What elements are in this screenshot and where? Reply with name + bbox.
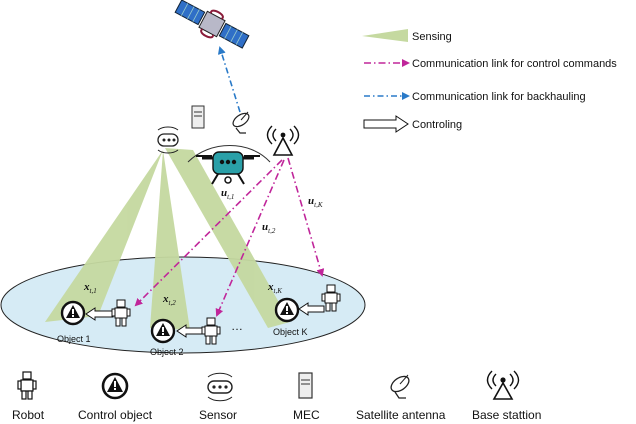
label-x-t1: xt,1 bbox=[83, 281, 97, 295]
robot-legend-label: Robot bbox=[12, 408, 45, 422]
satellite-antenna-icon bbox=[232, 111, 250, 134]
base-station-legend-label: Base stattion bbox=[472, 408, 541, 422]
legend-control-link-label: Communication link for control commands bbox=[412, 58, 617, 70]
label-u-t2: ut,2 bbox=[262, 221, 276, 235]
legend-controlling-label: Controling bbox=[412, 119, 462, 131]
controlling-arrow-k bbox=[298, 302, 325, 316]
satellite-antenna-legend-icon bbox=[390, 374, 410, 399]
control-links bbox=[134, 157, 325, 317]
robot-1 bbox=[111, 299, 131, 327]
mec-legend-label: MEC bbox=[293, 408, 320, 422]
sensing-beam-2 bbox=[150, 150, 190, 330]
sensor-legend-label: Sensor bbox=[199, 408, 237, 422]
control-link-1 bbox=[134, 159, 283, 307]
label-u-tk: ut,K bbox=[308, 195, 323, 209]
legend: Sensing Communication link for control c… bbox=[362, 29, 617, 133]
label-u-t1: ut,1 bbox=[221, 187, 234, 201]
control-link-2 bbox=[215, 159, 285, 317]
base-station-icon bbox=[266, 125, 300, 156]
label-x-t2: xt,2 bbox=[162, 293, 176, 307]
object-2-label: Object 2 bbox=[150, 347, 184, 357]
controlling-arrows bbox=[85, 302, 325, 338]
drone-icon bbox=[196, 151, 260, 185]
sensor-icon bbox=[157, 126, 179, 154]
legend-controlling-swatch bbox=[363, 115, 409, 133]
robot-legend-icon bbox=[17, 371, 37, 400]
legend-sensing-swatch bbox=[362, 29, 408, 42]
object-1-label: Object 1 bbox=[57, 334, 91, 344]
bottom-legend: Robot Control object Sensor MEC bbox=[12, 370, 541, 422]
mec-server-icon bbox=[191, 105, 205, 129]
controlling-arrow-2 bbox=[176, 324, 204, 338]
control-object-legend-icon bbox=[101, 372, 129, 400]
object-k-label: Object K bbox=[273, 327, 308, 337]
drone-coverage-arc bbox=[187, 145, 271, 163]
label-x-tk: xt,K bbox=[267, 281, 282, 295]
control-object-1 bbox=[60, 300, 86, 326]
sensing-beam-3 bbox=[165, 148, 290, 328]
satellite-antenna-legend-label: Satellite antenna bbox=[356, 408, 446, 422]
sensing-beam-1 bbox=[45, 150, 163, 322]
control-object-2 bbox=[150, 318, 176, 344]
sensing-beams bbox=[45, 148, 290, 330]
backhaul-link bbox=[217, 46, 241, 113]
robot-2 bbox=[201, 317, 221, 345]
objects-ellipsis: … bbox=[231, 319, 243, 333]
control-object-legend-label: Control object bbox=[78, 408, 153, 422]
robot-k bbox=[321, 284, 341, 312]
control-object-k bbox=[274, 297, 300, 323]
sensor-legend-icon bbox=[207, 372, 233, 402]
satellite-icon bbox=[174, 0, 250, 49]
legend-sensing-label: Sensing bbox=[412, 31, 452, 43]
base-station-legend-icon bbox=[486, 370, 520, 400]
control-link-k bbox=[287, 157, 325, 277]
mec-legend-icon bbox=[298, 372, 313, 399]
controlling-arrow-1 bbox=[85, 307, 114, 321]
legend-backhaul-link-label: Communication link for backhauling bbox=[412, 91, 586, 103]
